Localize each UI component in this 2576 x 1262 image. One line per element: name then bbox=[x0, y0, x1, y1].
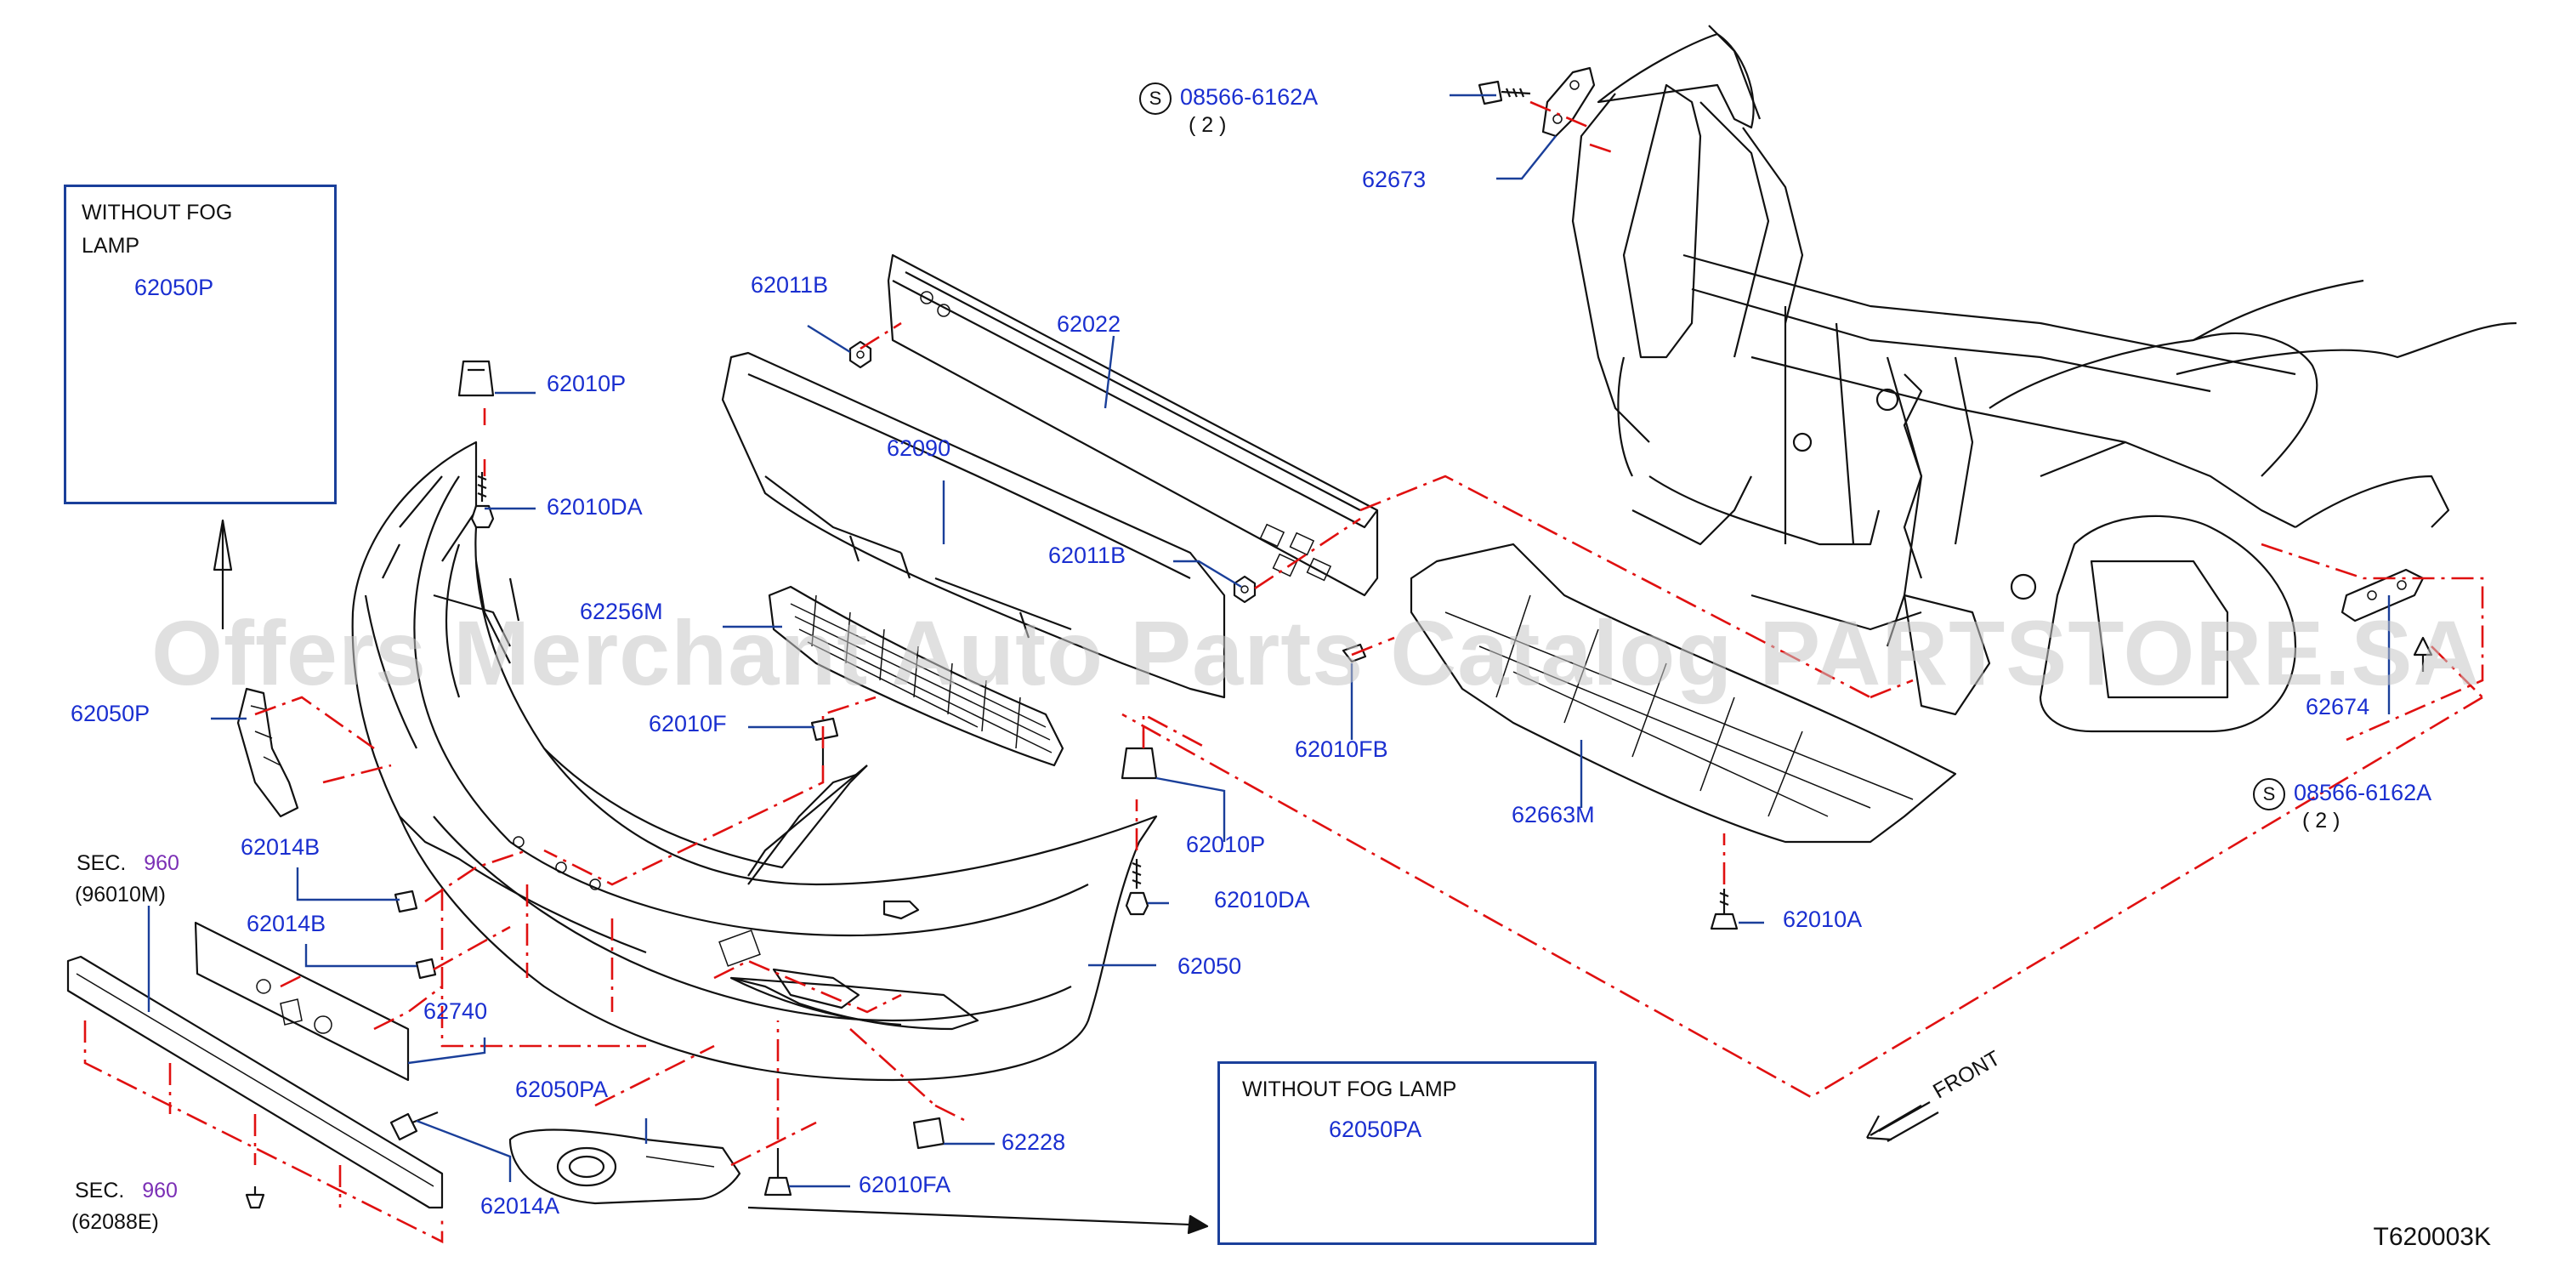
pointer-line bbox=[747, 1206, 1191, 1226]
screw-62010DA-bot bbox=[1125, 859, 1149, 916]
s-symbol-icon: S bbox=[1139, 82, 1172, 115]
part-label-62010F[interactable]: 62010F bbox=[649, 711, 727, 736]
reinforcement-62022 bbox=[887, 253, 1379, 597]
sec-number: 960 bbox=[144, 851, 179, 875]
clip-62010P-bot bbox=[1121, 747, 1158, 780]
sec-number: 960 bbox=[142, 1179, 178, 1202]
screw-right bbox=[2413, 636, 2433, 672]
arrow-right-icon bbox=[1187, 1214, 1209, 1235]
screw-callout-right-part: 08566-6162A bbox=[2294, 780, 2432, 806]
screw-callout-top-part: 08566-6162A bbox=[1180, 84, 1319, 111]
screw-62010FA bbox=[763, 1148, 792, 1197]
part-label-62014B-b[interactable]: 62014B bbox=[247, 911, 326, 936]
absorber-62090 bbox=[721, 351, 1226, 699]
part-label-62010FB[interactable]: 62010FB bbox=[1295, 736, 1388, 762]
clip-62014B-b bbox=[415, 958, 437, 980]
screw-callout-right-qty: ( 2 ) bbox=[2302, 809, 2341, 833]
inset-left-part-label[interactable]: 62050P bbox=[134, 275, 214, 300]
assembly-lines bbox=[83, 100, 2484, 1244]
part-label-62010A[interactable]: 62010A bbox=[1783, 907, 1863, 932]
clip-62010F bbox=[810, 717, 839, 765]
front-arrow-icon bbox=[1866, 1101, 1939, 1142]
screw-62010A bbox=[1710, 889, 1739, 930]
bracket-62674 bbox=[2341, 568, 2425, 622]
part-label-62010P-top[interactable]: 62010P bbox=[547, 371, 627, 396]
part-label-62228[interactable]: 62228 bbox=[1001, 1129, 1066, 1155]
part-label-62673[interactable]: 62673 bbox=[1362, 167, 1427, 192]
sec-960-ref-lower[interactable]: SEC. 960 bbox=[75, 1180, 178, 1202]
part-label-62011B-top[interactable]: 62011B bbox=[751, 272, 829, 298]
part-label-62674[interactable]: 62674 bbox=[2306, 694, 2370, 719]
nut-62011B-mid bbox=[1233, 575, 1257, 604]
bracket-62050P bbox=[236, 687, 299, 818]
sec-960-ref-lower-code: (62088E) bbox=[71, 1210, 159, 1234]
bumper-fascia-62050 bbox=[351, 441, 1158, 1082]
sec-960-ref-upper[interactable]: SEC. 960 bbox=[77, 853, 179, 874]
sec-prefix: SEC. bbox=[75, 1179, 125, 1202]
inset-bottom-line1: WITHOUT FOG LAMP bbox=[1242, 1077, 1457, 1101]
part-label-62010DA-top[interactable]: 62010DA bbox=[547, 494, 643, 520]
sec-prefix: SEC. bbox=[77, 851, 127, 875]
part-label-62010FA[interactable]: 62010FA bbox=[859, 1172, 951, 1197]
inset-left-line1: WITHOUT FOG bbox=[82, 201, 233, 225]
clip-sec960-bottom bbox=[245, 1186, 265, 1209]
nut-62011B-top bbox=[848, 340, 872, 369]
part-label-62256M[interactable]: 62256M bbox=[580, 599, 663, 624]
undercover-62663M bbox=[1410, 543, 1957, 844]
plate-62740 bbox=[194, 921, 410, 1082]
part-label-62014A[interactable]: 62014A bbox=[480, 1193, 560, 1219]
clip-62014B-a bbox=[394, 890, 418, 913]
part-label-62050[interactable]: 62050 bbox=[1177, 953, 1242, 979]
inset-bottom-part-label[interactable]: 62050PA bbox=[1329, 1117, 1422, 1142]
part-label-62740[interactable]: 62740 bbox=[423, 998, 488, 1024]
part-label-62050PA[interactable]: 62050PA bbox=[515, 1077, 609, 1102]
part-label-62010DA-bot[interactable]: 62010DA bbox=[1214, 887, 1310, 912]
inset-without-fog-lamp-left: WITHOUT FOG LAMP 62050P bbox=[64, 185, 337, 504]
diagram-code: T620003K bbox=[2373, 1223, 2491, 1251]
fog-bezel-62050PA bbox=[508, 1128, 741, 1205]
inset-without-fog-lamp-bottom: WITHOUT FOG LAMP 62050PA bbox=[1217, 1061, 1597, 1245]
grille-62256M bbox=[768, 585, 1064, 767]
bracket-62673 bbox=[1541, 66, 1596, 138]
screw-callout-right[interactable]: S 08566-6162A bbox=[2253, 778, 2431, 810]
part-label-62010P-bot[interactable]: 62010P bbox=[1186, 832, 1266, 857]
clip-62010P-top bbox=[457, 360, 495, 397]
sec-960-ref-upper-code: (96010M) bbox=[75, 883, 166, 907]
part-label-62050P[interactable]: 62050P bbox=[71, 701, 150, 726]
screw-callout-top-qty: ( 2 ) bbox=[1189, 113, 1227, 137]
part-label-62663M[interactable]: 62663M bbox=[1512, 802, 1595, 827]
screw-62010DA-top bbox=[470, 472, 495, 529]
inset-left-line2: LAMP bbox=[82, 234, 140, 258]
s-symbol-icon: S bbox=[2253, 778, 2285, 810]
body-structure bbox=[1571, 25, 2517, 733]
bar-sec960 bbox=[66, 955, 444, 1209]
screw-callout-top[interactable]: S 08566-6162A bbox=[1139, 82, 1318, 115]
screw-top bbox=[1478, 80, 1531, 105]
leader-lines bbox=[147, 94, 2391, 1188]
cap-62228 bbox=[912, 1117, 945, 1150]
part-label-62011B-mid[interactable]: 62011B bbox=[1048, 543, 1126, 568]
part-label-62022[interactable]: 62022 bbox=[1057, 311, 1121, 337]
part-label-62090[interactable]: 62090 bbox=[887, 435, 951, 461]
part-label-62014B-a[interactable]: 62014B bbox=[241, 834, 321, 860]
